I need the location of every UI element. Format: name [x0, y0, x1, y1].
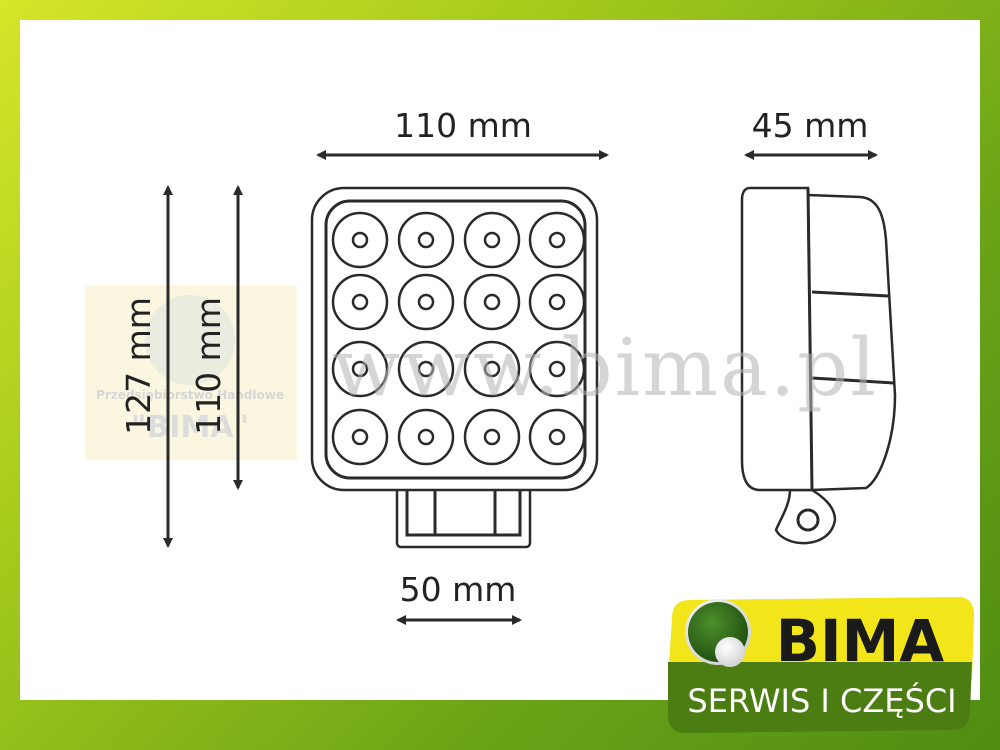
led-icon: [331, 211, 389, 269]
watermark-stamp: Przedsiębiorstwo Handlowe "BIMA": [85, 285, 297, 460]
led-icon: [397, 340, 455, 398]
led-icon: [463, 408, 521, 466]
dimension-bracket-width: 50 mm: [396, 570, 522, 625]
label-total-height: 127 mm: [119, 297, 158, 435]
front-view: [310, 186, 599, 549]
dimension-total-height: 127 mm: [119, 185, 173, 548]
logo-brand: BIMA: [776, 607, 945, 675]
led-icon: [463, 340, 521, 398]
watermark-url: www.bima.pl: [332, 321, 878, 414]
led-icon: [397, 408, 455, 466]
label-body-height: 110 mm: [189, 297, 228, 435]
led-icon: [397, 273, 455, 331]
side-view: [740, 186, 897, 545]
led-icon: [463, 273, 521, 331]
led-grid: [331, 211, 586, 466]
dimension-side-depth: 45 mm: [744, 106, 878, 160]
label-front-width: 110 mm: [394, 106, 532, 145]
logo-tagline: SERWIS I CZĘŚCI: [687, 681, 956, 720]
bima-logo: BIMA SERWIS I CZĘŚCI: [668, 597, 974, 733]
watermark-company-name: "BIMA": [131, 410, 249, 445]
led-icon: [528, 273, 586, 331]
led-icon: [463, 211, 521, 269]
led-icon: [528, 211, 586, 269]
led-icon: [331, 408, 389, 466]
label-bracket-width: 50 mm: [400, 570, 517, 609]
dimension-body-height: 110 mm: [189, 185, 243, 490]
led-icon: [528, 408, 586, 466]
led-icon: [528, 340, 586, 398]
led-icon: [331, 340, 389, 398]
led-icon: [397, 211, 455, 269]
label-side-depth: 45 mm: [752, 106, 869, 145]
led-icon: [331, 273, 389, 331]
dimension-front-width: 110 mm: [316, 106, 609, 160]
